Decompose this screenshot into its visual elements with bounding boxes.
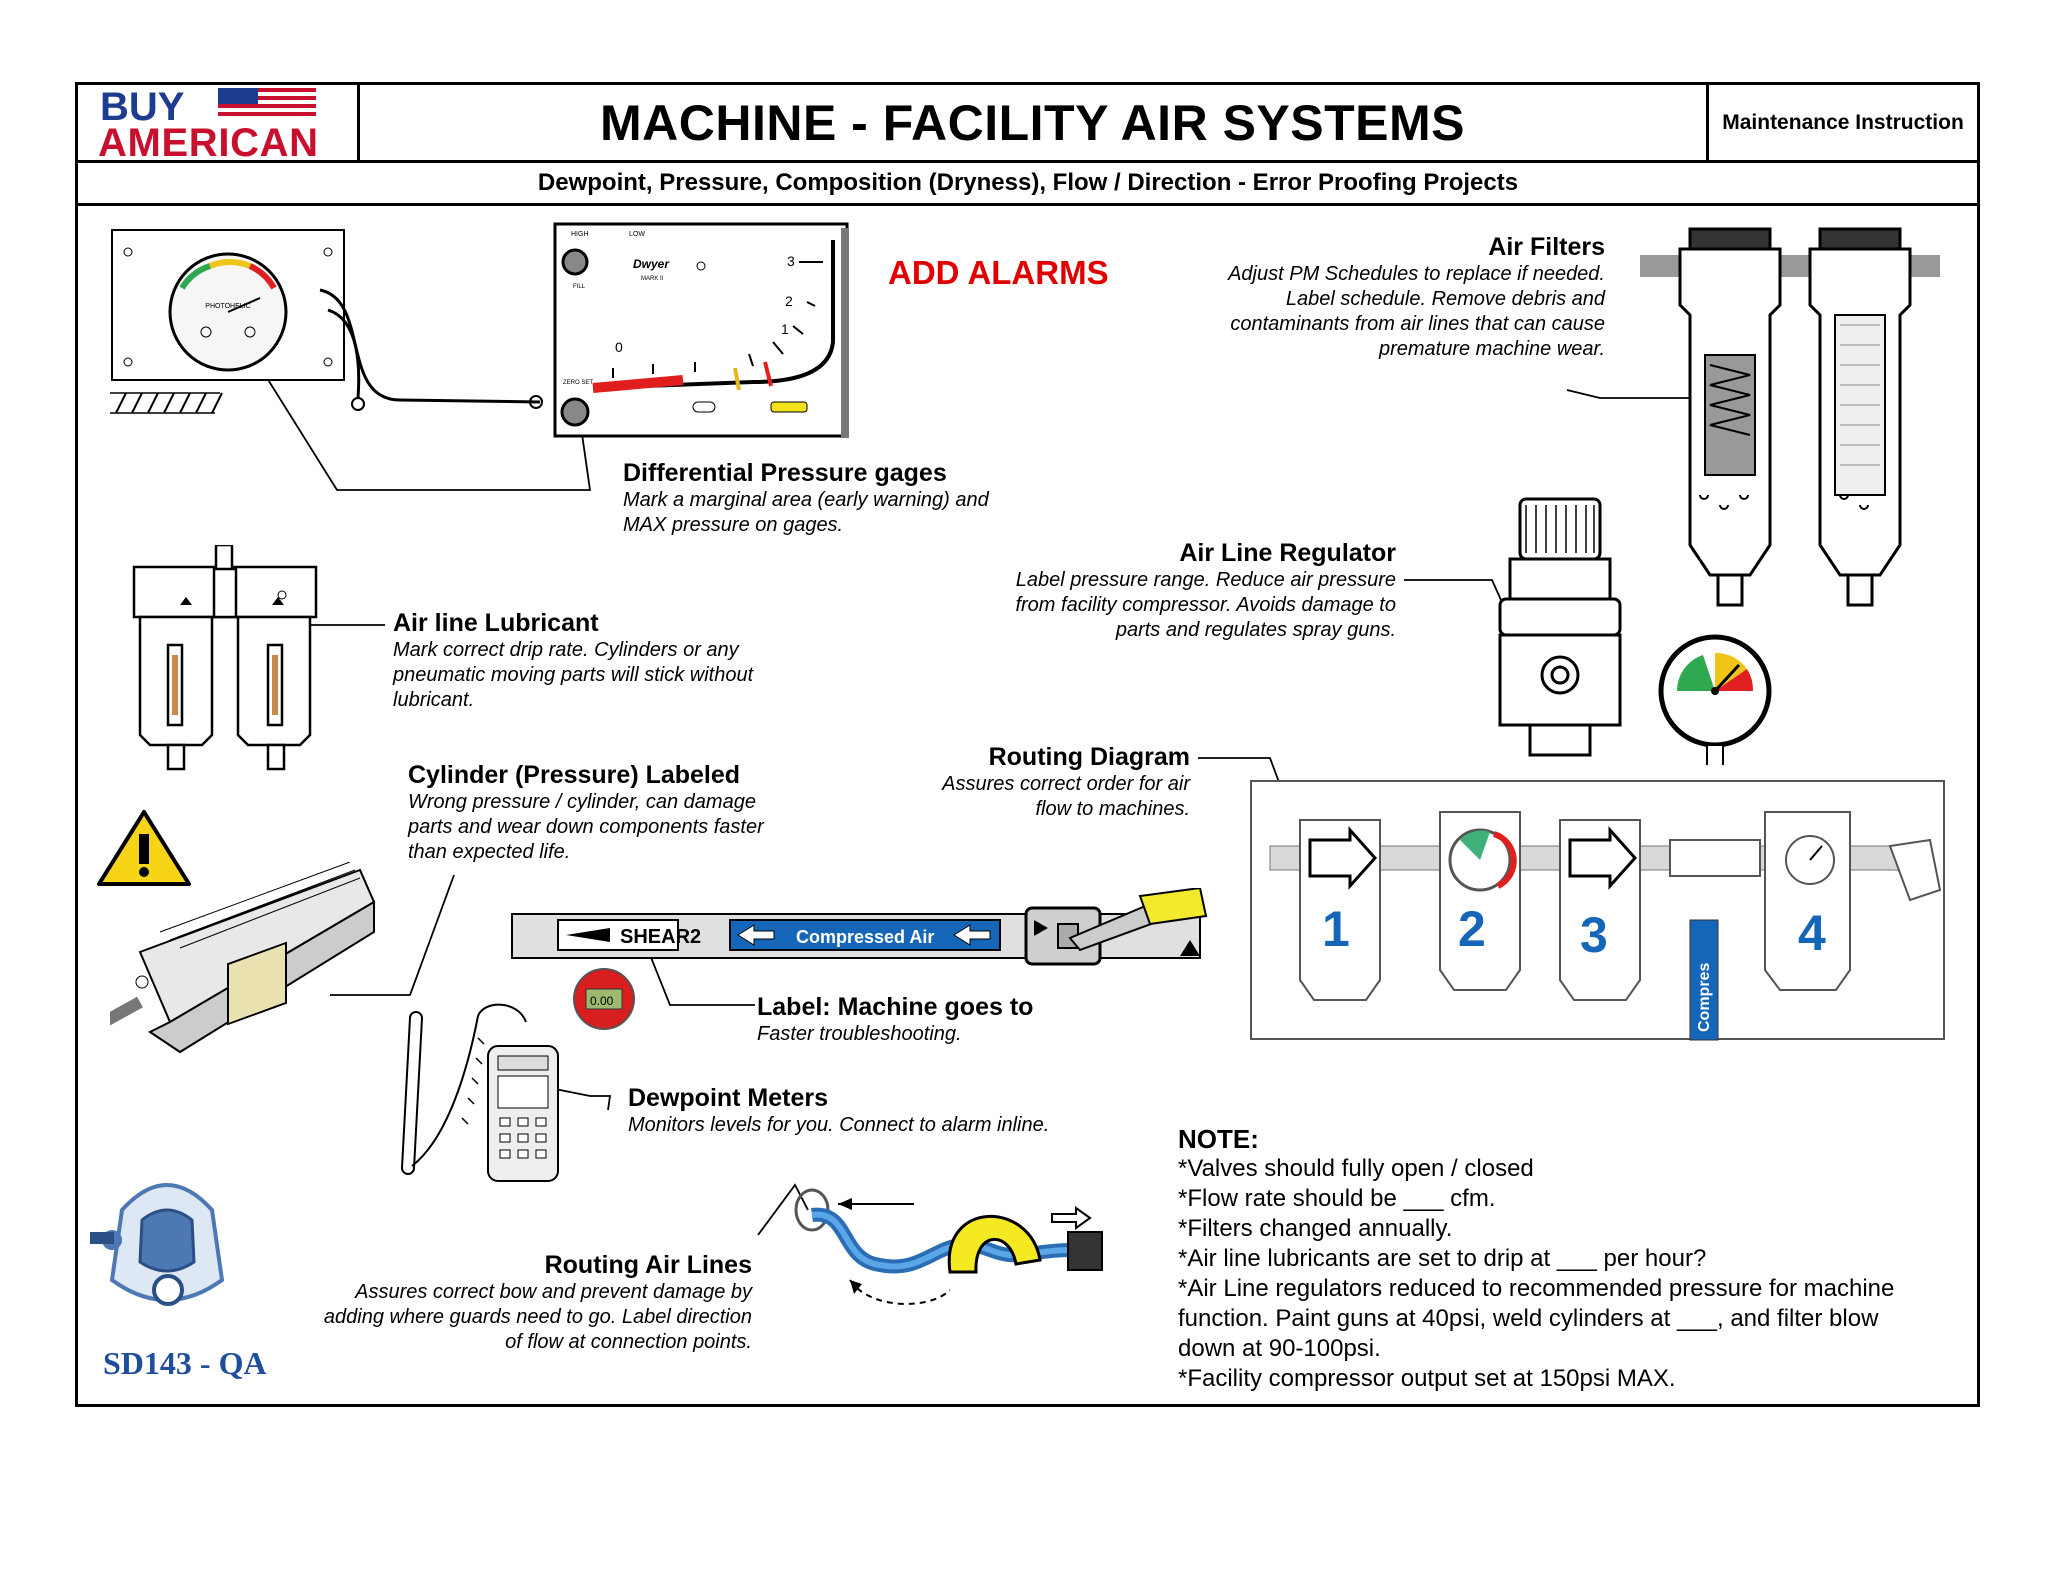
svg-text:1: 1 <box>781 321 789 337</box>
dewpoint-desc-line: Monitors levels for you. Connect to alar… <box>628 1114 1050 1136</box>
document-type: Maintenance Instruction <box>1722 111 1964 134</box>
flag-icon <box>218 88 316 118</box>
note-line: *Flow rate should be ___ cfm. <box>1178 1185 1496 1212</box>
sd143-qa-stamp: SD143 - QA <box>103 1345 267 1381</box>
page-title: MACHINE - FACILITY AIR SYSTEMS <box>599 95 1466 151</box>
add-alarms-label: ADD ALARMS <box>888 254 1109 291</box>
routing-step-2: 2 <box>1458 901 1486 957</box>
warning-icon <box>97 810 191 886</box>
label-machine-title: Label: Machine goes to <box>757 993 1034 1021</box>
page-subtitle: Dewpoint, Pressure, Composition (Dryness… <box>537 169 1519 196</box>
differential-desc-line: MAX pressure on gages. <box>623 514 844 536</box>
routing-lines-desc-line: adding where guards need to go. Label di… <box>323 1306 752 1328</box>
regulator-callout: Air Line Regulator Label pressure range.… <box>920 538 1396 643</box>
lubricant-title: Air line Lubricant <box>393 609 599 637</box>
dwyer-manometer-illustration: HIGH LOW FILL ZERO SET Dwyer MARK II 0 1… <box>553 222 849 438</box>
label-machine-desc-line: Faster troubleshooting. <box>757 1023 962 1045</box>
notes-heading: NOTE: <box>1178 1124 1259 1154</box>
lubricant-desc-line: pneumatic moving parts will stick withou… <box>393 664 754 686</box>
notes-block: NOTE: *Valves should fully open / closed… <box>1178 1124 1968 1394</box>
routing-step-3: 3 <box>1580 907 1608 963</box>
svg-text:2: 2 <box>785 293 793 309</box>
svg-text:Compres: Compres <box>1696 963 1713 1032</box>
subtitle-divider <box>78 203 1977 206</box>
svg-text:Compressed Air: Compressed Air <box>796 927 934 947</box>
cylinder-title: Cylinder (Pressure) Labeled <box>408 761 741 789</box>
svg-text:PHOTOHELIC: PHOTOHELIC <box>205 303 250 310</box>
air-filters-callout: Air Filters Adjust PM Schedules to repla… <box>1140 232 1605 362</box>
logo-divider <box>357 84 360 161</box>
cylinder-desc-line: parts and wear down components faster <box>408 816 764 838</box>
regulator-desc-line: from facility compressor. Avoids damage … <box>1015 594 1396 616</box>
air-filters-desc-line: Adjust PM Schedules to replace if needed… <box>1228 263 1605 285</box>
svg-text:ZERO SET: ZERO SET <box>563 380 593 386</box>
routing-diagram-callout: Routing Diagram Assures correct order fo… <box>880 742 1190 822</box>
cylinder-desc-line: than expected life. <box>408 841 571 863</box>
note-line: *Valves should fully open / closed <box>1178 1155 1534 1182</box>
air-filters-illustration <box>1640 227 1940 607</box>
routing-step-4: 4 <box>1798 905 1826 961</box>
regulator-desc-line: parts and regulates spray guns. <box>1115 619 1396 641</box>
lubricant-illustration <box>132 545 318 771</box>
svg-text:SHEAR2: SHEAR2 <box>620 926 701 948</box>
note-line: down at 90-100psi. <box>1178 1335 1381 1362</box>
compressed-air-pipe: SHEAR2 Compressed Air <box>511 888 1208 966</box>
routing-lines-desc-line: Assures correct bow and prevent damage b… <box>355 1281 752 1303</box>
cylinder-callout: Cylinder (Pressure) Labeled Wrong pressu… <box>408 760 764 865</box>
header-divider <box>78 160 1977 163</box>
pneumatic-cylinder-illustration <box>110 862 376 1054</box>
diver-helmet-icon <box>90 1183 225 1306</box>
regulator-illustration <box>1498 497 1772 765</box>
air-filters-desc-line: Label schedule. Remove debris and <box>1285 288 1605 310</box>
svg-text:BUY: BUY <box>100 86 185 129</box>
photohelic-gage-illustration: PHOTOHELIC <box>110 229 345 414</box>
routing-lines-title: Routing Air Lines <box>544 1251 752 1279</box>
svg-text:3: 3 <box>787 253 795 269</box>
gage-tubing <box>319 288 543 411</box>
digital-gage-icon: 0.00 <box>573 968 635 1030</box>
document-frame <box>75 82 1980 1407</box>
differential-pressure-title: Differential Pressure gages <box>623 459 947 487</box>
regulator-title: Air Line Regulator <box>1179 539 1396 567</box>
note-line: *Facility compressor output set at 150ps… <box>1178 1365 1676 1392</box>
dewpoint-title: Dewpoint Meters <box>628 1084 829 1112</box>
routing-diagram-desc-line: Assures correct order for air <box>942 773 1190 795</box>
svg-text:HIGH: HIGH <box>571 231 589 238</box>
cylinder-desc-line: Wrong pressure / cylinder, can damage <box>408 791 756 813</box>
svg-text:LOW: LOW <box>629 231 645 238</box>
svg-text:MARK II: MARK II <box>641 276 664 282</box>
buy-american-logo: BUY AMERICAN <box>98 85 320 165</box>
note-line: function. Paint guns at 40psi, weld cyli… <box>1178 1305 1879 1332</box>
routing-diagram-title: Routing Diagram <box>988 743 1190 771</box>
regulator-desc-line: Label pressure range. Reduce air pressur… <box>1015 569 1396 591</box>
air-filters-title: Air Filters <box>1488 233 1605 261</box>
lubricant-desc-line: Mark correct drip rate. Cylinders or any <box>393 639 739 661</box>
routing-lines-desc-line: of flow at connection points. <box>505 1331 752 1353</box>
differential-pressure-callout: Differential Pressure gages Mark a margi… <box>623 458 989 538</box>
label-machine-callout: Label: Machine goes to Faster troublesho… <box>757 992 1033 1047</box>
air-filters-desc-line: contaminants from air lines that can cau… <box>1230 313 1605 335</box>
air-filters-desc-line: premature machine wear. <box>1378 338 1605 360</box>
differential-desc-line: Mark a marginal area (early warning) and <box>623 489 989 511</box>
svg-text:AMERICAN: AMERICAN <box>98 121 318 158</box>
dewpoint-callout: Dewpoint Meters Monitors levels for you.… <box>628 1083 1049 1138</box>
routing-diagram-illustration: Compres <box>1250 780 1945 1041</box>
dewpoint-meter-illustration <box>401 1003 559 1182</box>
svg-text:0.00: 0.00 <box>590 994 614 1008</box>
routing-step-1: 1 <box>1322 901 1350 957</box>
lubricant-callout: Air line Lubricant Mark correct drip rat… <box>393 608 753 713</box>
svg-text:0: 0 <box>615 339 623 355</box>
note-line: *Air line lubricants are set to drip at … <box>1178 1245 1707 1272</box>
note-line: *Filters changed annually. <box>1178 1215 1453 1242</box>
note-line: *Air Line regulators reduced to recommen… <box>1178 1275 1895 1302</box>
lubricant-desc-line: lubricant. <box>393 689 475 711</box>
routing-diagram-desc-line: flow to machines. <box>1035 798 1190 820</box>
title-divider <box>1706 84 1709 161</box>
svg-text:FILL: FILL <box>573 284 586 290</box>
routing-hose-illustration <box>794 1188 1103 1305</box>
routing-lines-callout: Routing Air Lines Assures correct bow an… <box>240 1250 752 1355</box>
svg-text:Dwyer: Dwyer <box>633 257 670 271</box>
